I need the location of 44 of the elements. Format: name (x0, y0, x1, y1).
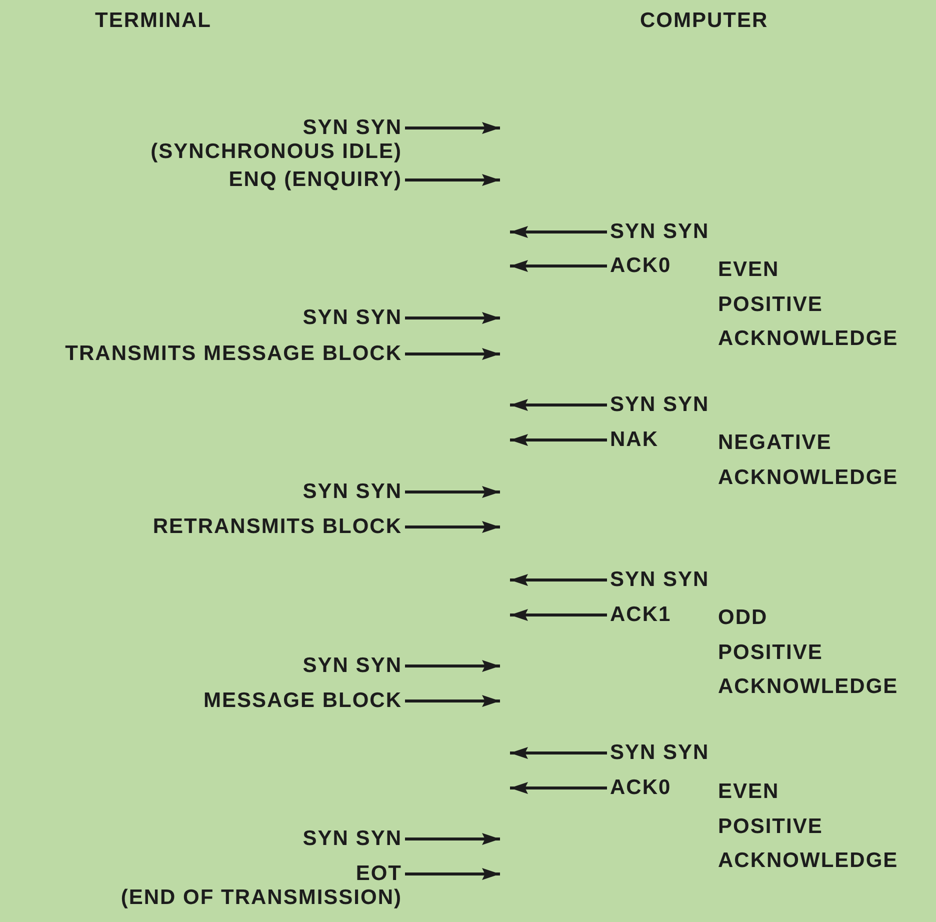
arrow (405, 348, 500, 360)
message-label: NAK (610, 427, 658, 453)
message-label: TRANSMITS MESSAGE BLOCK (65, 341, 402, 367)
message-label: ACK0 (610, 253, 672, 279)
arrow (510, 226, 607, 238)
arrow (405, 312, 500, 324)
message-label: ACK0 (610, 775, 672, 801)
note-text: (END OF TRANSMISSION) (120, 885, 402, 911)
message-label: SYN SYN (302, 653, 402, 679)
arrow (510, 434, 607, 446)
column-heading: TERMINAL (95, 8, 212, 34)
arrow (510, 747, 607, 759)
message-label: SYN SYN (302, 479, 402, 505)
message-label: SYN SYN (302, 305, 402, 331)
arrow (405, 868, 500, 880)
arrow (405, 695, 500, 707)
message-label: SYN SYN (302, 826, 402, 852)
message-label: EOT (356, 861, 402, 887)
arrow (510, 399, 607, 411)
arrow (510, 609, 607, 621)
message-label: SYN SYN (610, 392, 710, 418)
message-label: SYN SYN (610, 219, 710, 245)
arrow (510, 260, 607, 272)
note-text: NEGATIVE ACKNOWLEDGE (718, 430, 898, 490)
column-heading: COMPUTER (640, 8, 768, 34)
note-text: EVEN POSITIVE ACKNOWLEDGE (718, 257, 898, 352)
message-label: ENQ (ENQUIRY) (228, 167, 402, 193)
arrow (405, 174, 500, 186)
arrow (405, 486, 500, 498)
message-label: SYN SYN (610, 740, 710, 766)
note-text: EVEN POSITIVE ACKNOWLEDGE (718, 779, 898, 874)
message-label: ACK1 (610, 602, 672, 628)
message-label: SYN SYN (610, 567, 710, 593)
arrow (510, 782, 607, 794)
note-text: ODD POSITIVE ACKNOWLEDGE (718, 605, 898, 700)
arrow (510, 574, 607, 586)
message-label: SYN SYN (302, 115, 402, 141)
arrow (405, 521, 500, 533)
message-label: MESSAGE BLOCK (203, 688, 402, 714)
arrow (405, 122, 500, 134)
message-label: RETRANSMITS BLOCK (152, 514, 402, 540)
note-text: (SYNCHRONOUS IDLE) (150, 139, 402, 165)
arrow (405, 660, 500, 672)
arrow (405, 833, 500, 845)
